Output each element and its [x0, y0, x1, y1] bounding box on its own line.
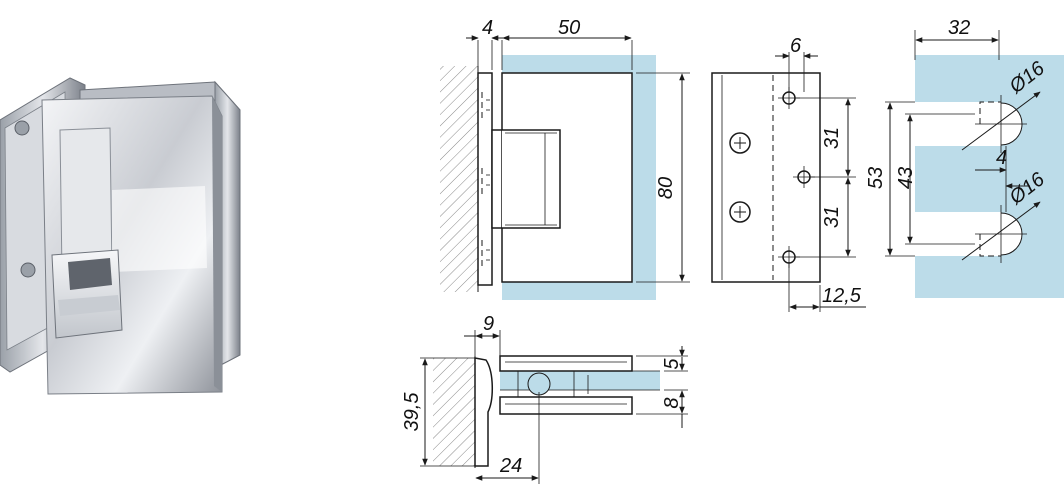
side-view: 6 31 31 12,5 — [711, 35, 866, 312]
dim-top-plate: 8 — [661, 397, 683, 408]
top-view: 9 39,5 5 8 24 — [401, 313, 688, 484]
dim-top-glass: 5 — [661, 358, 683, 370]
dim-front-width: 50 — [558, 17, 580, 39]
hinge-product-illustration — [0, 77, 241, 395]
glass-cutout-view: 32 53 43 4 Ø16 Ø16 — [865, 17, 1064, 298]
dim-side-spacing-bottom: 31 — [821, 206, 843, 228]
screw-icon — [729, 132, 751, 154]
screw-icon — [14, 120, 30, 136]
dim-top-axis: 24 — [499, 455, 522, 477]
screw-icon — [20, 262, 36, 278]
front-view: 4 50 80 — [440, 17, 690, 300]
dim-glass-height-outer: 53 — [865, 167, 887, 189]
dim-side-edge: 12,5 — [822, 285, 862, 307]
wall-hatch — [433, 358, 475, 466]
dim-glass-gap: 4 — [996, 147, 1007, 169]
dim-side-offset: 6 — [790, 35, 802, 57]
dim-top-depth: 39,5 — [401, 392, 423, 432]
dim-glass-height-inner: 43 — [895, 167, 917, 189]
dim-front-height: 80 — [655, 177, 677, 199]
dim-top-offset: 9 — [483, 313, 494, 335]
wall-hatch — [440, 66, 478, 292]
dim-front-thickness: 4 — [482, 17, 493, 39]
screw-icon — [729, 201, 751, 223]
dim-side-spacing-top: 31 — [821, 127, 843, 149]
dim-glass-width: 32 — [948, 17, 970, 39]
